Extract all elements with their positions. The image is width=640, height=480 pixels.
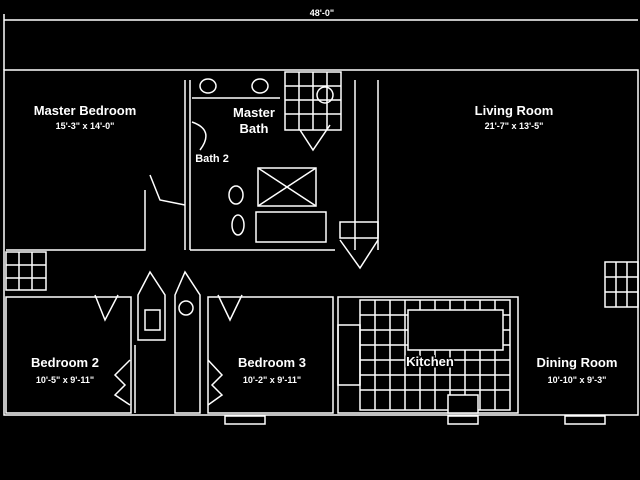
dining-room-label: Dining Room: [537, 355, 618, 370]
master-bath-label-line2: Bath: [240, 121, 269, 136]
dimension-line: [3, 14, 638, 70]
master-bedroom-walls: [6, 80, 335, 251]
exterior-walls: [3, 69, 639, 416]
kitchen-label: Kitchen: [406, 354, 454, 369]
master-bath-fixtures: [191, 71, 379, 270]
dining-room-size: 10'-10" x 9'-3": [548, 375, 607, 385]
entry-tiles: [5, 251, 639, 308]
master-bedroom-label: Master Bedroom: [34, 103, 137, 118]
bath2-label: Bath 2: [195, 153, 229, 165]
overall-dimension-label: 48'-0": [310, 8, 334, 18]
living-room-label: Living Room: [475, 103, 554, 118]
living-room-size: 21'-7" x 13'-5": [485, 121, 544, 131]
bedroom2-size: 10'-5" x 9'-11": [36, 375, 94, 385]
bedroom2-label: Bedroom 2: [31, 355, 99, 370]
bedroom3-size: 10'-2" x 9'-11": [243, 375, 301, 385]
master-bedroom-size: 15'-3" x 14'-0": [56, 121, 115, 131]
master-bath-label: Master: [233, 105, 275, 120]
bedroom-walls: [5, 270, 334, 425]
kitchen-cabinets: [337, 296, 606, 425]
bedroom3-label: Bedroom 3: [238, 355, 306, 370]
